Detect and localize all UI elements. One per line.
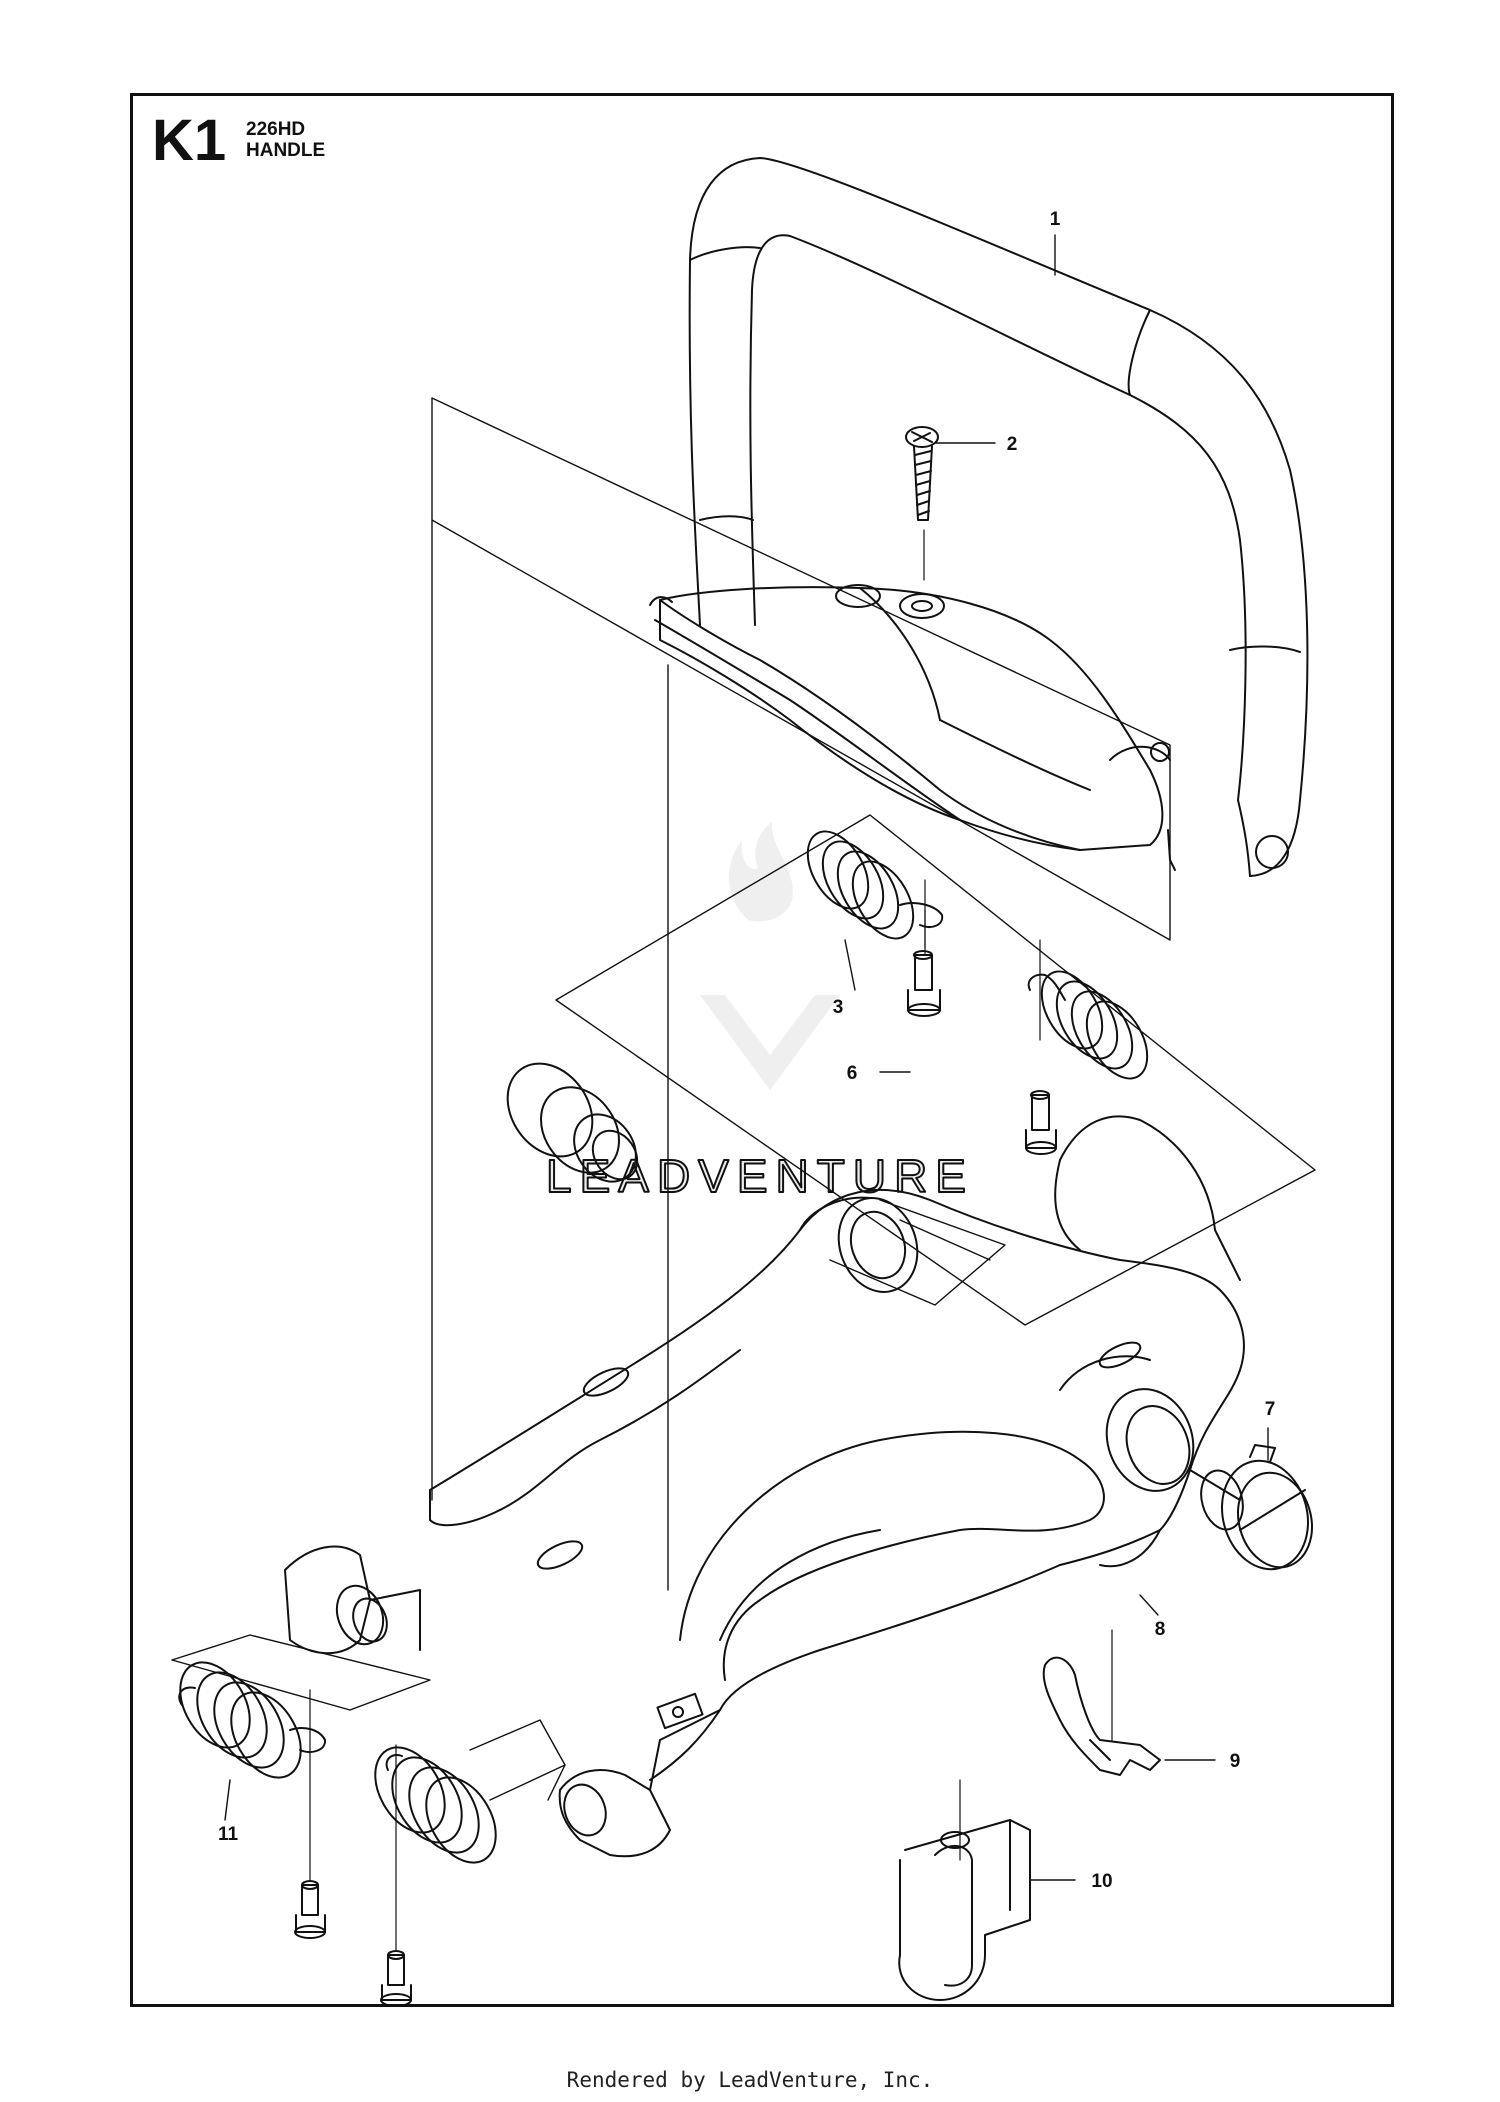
lower-middle-spring-plane <box>469 1719 566 1801</box>
model-number: 226HD <box>246 119 306 140</box>
part-6-screw <box>907 909 941 1017</box>
drawing-frame <box>130 93 1394 2007</box>
lower-left-spring-plane <box>171 1634 431 1711</box>
part-7-cap <box>1200 1444 1313 1571</box>
assembly-title: HANDLE <box>246 139 326 161</box>
watermark-flame-icon <box>728 822 793 922</box>
handle-mounting-plane <box>431 397 1171 941</box>
part-8-base-frame <box>284 1115 1245 1858</box>
callout-3: 3 <box>833 997 844 1018</box>
model-title: 226HD HANDLE <box>246 119 326 162</box>
section-code: K1 <box>152 108 227 173</box>
callout-labels: 1 2 3 6 7 8 9 10 11 <box>218 209 1275 1892</box>
part-1-loop-handle <box>649 157 1309 877</box>
watermark-chevron-icon <box>700 995 840 1090</box>
callout-2: 2 <box>1007 434 1018 455</box>
part-2-screw <box>905 426 939 581</box>
upper-spring-plane <box>555 814 1316 1326</box>
lower-middle-spring <box>374 1744 497 2007</box>
callout-1: 1 <box>1050 209 1061 230</box>
leader-lines <box>224 234 1269 1881</box>
callout-7: 7 <box>1265 1399 1276 1420</box>
callout-6: 6 <box>847 1063 858 1084</box>
upper-right-spring <box>1025 939 1149 1155</box>
callout-8: 8 <box>1155 1619 1166 1640</box>
assembly-guide-lines <box>171 397 1316 1801</box>
inner-mount-plane <box>829 1199 1006 1306</box>
callout-11: 11 <box>218 1824 239 1845</box>
upper-left-cap <box>506 1062 639 1183</box>
footer-credit: Rendered by LeadVenture, Inc. <box>566 2068 934 2092</box>
part-3-spring <box>806 830 944 949</box>
part-9-clip <box>1042 1629 1161 1776</box>
callout-9: 9 <box>1230 1751 1241 1772</box>
part-11-spring <box>178 1661 326 1939</box>
callout-10: 10 <box>1091 1871 1112 1892</box>
part-10-bracket <box>898 1779 1031 2001</box>
